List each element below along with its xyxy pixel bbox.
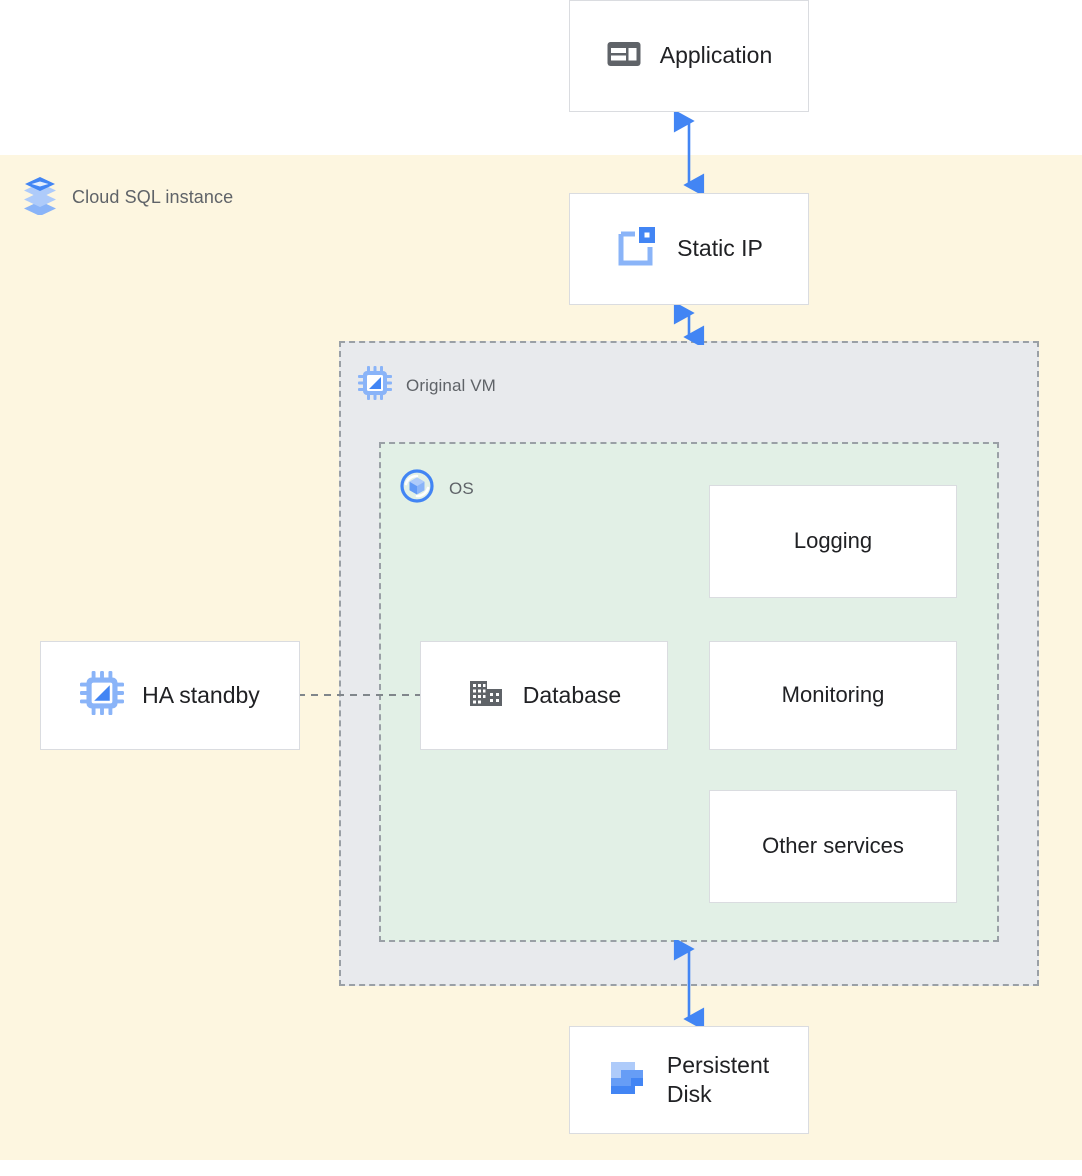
node-label: Logging xyxy=(793,528,873,554)
node-label: Application xyxy=(659,42,773,69)
cpu-chip-icon xyxy=(80,671,125,720)
node-application[interactable]: Application xyxy=(569,0,809,112)
cloud-sql-layers-icon xyxy=(22,175,58,220)
connector-ha-standby-to-database xyxy=(298,694,422,696)
connector-application-to-static-ip xyxy=(673,112,705,194)
node-database[interactable]: Database xyxy=(420,641,668,750)
connector-vm-to-persistent-disk xyxy=(673,940,705,1028)
node-other-services[interactable]: Other services xyxy=(709,790,957,903)
static-ip-icon xyxy=(615,225,659,274)
persistent-disk-icon xyxy=(609,1058,649,1103)
zone-label-cloud-sql-instance: Cloud SQL instance xyxy=(22,175,233,220)
node-label: HA standby xyxy=(142,681,260,708)
node-monitoring[interactable]: Monitoring xyxy=(709,641,957,750)
zone-label-os: OS xyxy=(399,468,474,509)
application-layout-icon xyxy=(606,36,642,77)
database-building-icon xyxy=(467,674,505,717)
os-cube-icon xyxy=(399,468,435,509)
connector-static-ip-to-original-vm xyxy=(673,305,705,345)
cpu-chip-icon xyxy=(358,366,392,405)
node-persistent-disk[interactable]: Persistent Disk xyxy=(569,1026,809,1134)
node-label: Static IP xyxy=(677,235,763,262)
node-label: Monitoring xyxy=(781,682,885,708)
node-label-line2: Disk xyxy=(666,1081,712,1107)
node-logging[interactable]: Logging xyxy=(709,485,957,598)
zone-label-original-vm: Original VM xyxy=(358,366,496,405)
zone-label-text: OS xyxy=(449,478,474,498)
node-label: Other services xyxy=(762,833,904,859)
zone-label-text: Original VM xyxy=(406,375,496,395)
node-label: Database xyxy=(522,681,622,708)
zone-label-text: Cloud SQL instance xyxy=(72,187,234,207)
node-static-ip[interactable]: Static IP xyxy=(569,193,809,305)
node-ha-standby[interactable]: HA standby xyxy=(40,641,300,750)
node-label: Persistent Disk xyxy=(667,1051,769,1110)
node-label-line1: Persistent xyxy=(666,1051,770,1078)
